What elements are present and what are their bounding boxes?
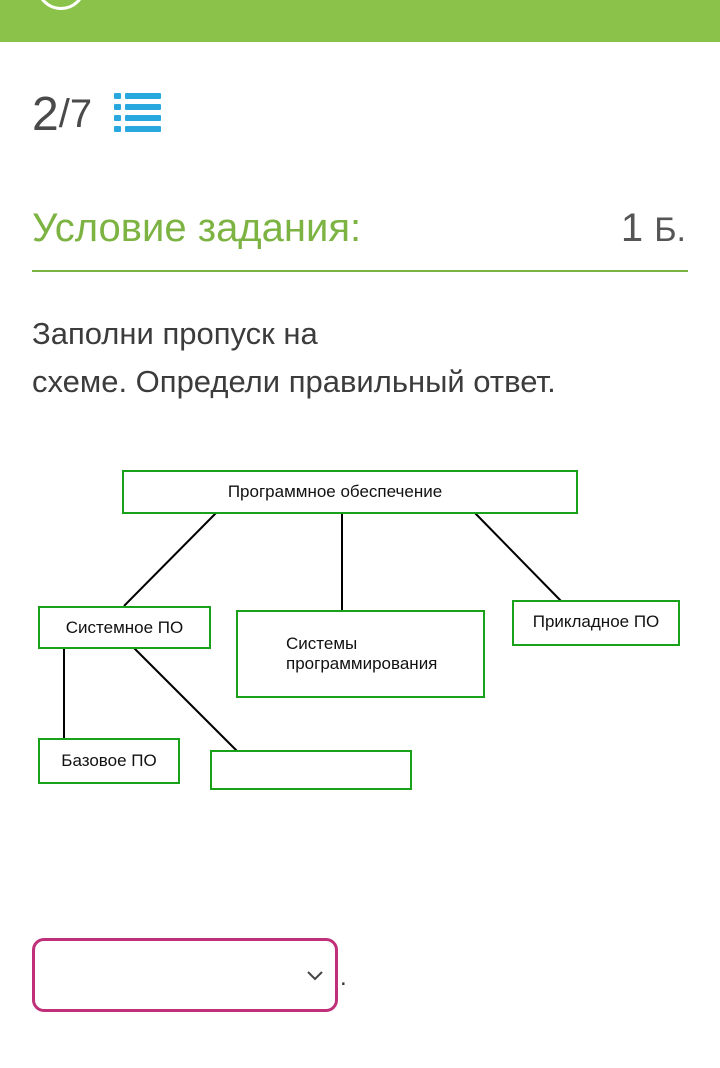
chevron-down-icon: [307, 971, 323, 981]
task-points: 1 Б.: [621, 206, 686, 251]
answer-suffix: .: [340, 964, 347, 991]
answer-dropdown[interactable]: [32, 938, 338, 1012]
task-progress: 2 / 7: [32, 86, 92, 142]
diagram-root-box: Программное обеспечение: [122, 470, 578, 514]
connector-root-system: [123, 511, 218, 607]
diagram-applied-label: Прикладное ПО: [532, 612, 660, 631]
progress-total: 7: [69, 91, 93, 136]
progress-current: 2: [32, 87, 59, 141]
diagram-programming-label-1: Системы: [286, 634, 358, 653]
avatar[interactable]: [36, 0, 86, 10]
diagram-base-label: Базовое ПО: [61, 751, 157, 770]
software-diagram: Программное обеспечение Системное ПО Сис…: [0, 460, 720, 800]
progress-separator: /: [58, 91, 70, 136]
diagram-root-label: Программное обеспечение: [227, 482, 443, 501]
diagram-blank-box: [210, 750, 412, 790]
diagram-system-box: Системное ПО: [38, 606, 211, 649]
list-icon[interactable]: [114, 92, 162, 132]
connector-root-applied: [473, 511, 563, 603]
diagram-programming-label-2: программирования: [286, 654, 438, 673]
question-text: Заполни пропуск на схеме. Определи прави…: [32, 310, 632, 406]
question-line-1: Заполни пропуск на: [32, 316, 318, 351]
task-header: Условие задания: 1 Б.: [32, 196, 688, 272]
diagram-base-box: Базовое ПО: [38, 738, 180, 784]
top-bar: [0, 0, 720, 42]
connector-system-blank: [133, 647, 239, 753]
diagram-system-label: Системное ПО: [65, 617, 184, 637]
question-line-2: схеме. Определи правильный ответ.: [32, 364, 556, 399]
task-title: Условие задания:: [32, 206, 362, 250]
diagram-applied-box: Прикладное ПО: [512, 600, 680, 646]
points-unit: Б.: [654, 211, 686, 249]
diagram-programming-box: Системы программирования: [236, 610, 485, 698]
diagram-connectors: [63, 511, 563, 753]
points-value: 1: [620, 206, 644, 250]
